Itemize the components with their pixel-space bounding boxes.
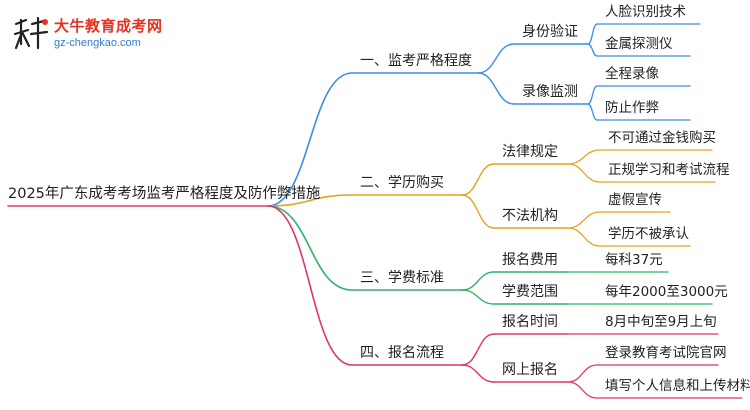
sub-connector [461, 194, 495, 229]
sub-topic: 学费范围 [502, 284, 558, 300]
leaf-connector [567, 227, 601, 247]
leaf-topic: 全程录像 [605, 66, 659, 82]
leaf-connector [567, 149, 601, 165]
leaf-connector [587, 23, 598, 45]
branch-connector [267, 205, 353, 291]
sub-topic: 法律规定 [502, 144, 558, 160]
leaf-connector [587, 103, 598, 121]
sub-connector [461, 163, 495, 196]
sub-connector [461, 271, 495, 291]
branch-connector [267, 205, 353, 366]
logo-title: 大牛教育成考网 [54, 17, 163, 35]
leaf-topic: 防止作弊 [605, 100, 659, 116]
sub-topic: 报名费用 [502, 252, 558, 268]
leaf-connector [567, 364, 598, 383]
sub-topic: 网上报名 [502, 362, 558, 378]
leaf-topic: 学历不被承认 [608, 226, 689, 242]
branch-topic: 二、学历购买 [360, 175, 444, 191]
leaf-topic: 人脸识别技术 [605, 4, 686, 20]
leaf-topic: 8月中旬至9月上旬 [605, 314, 717, 330]
branch-topic: 三、学费标准 [360, 270, 444, 286]
sub-topic: 不法机构 [502, 208, 558, 224]
leaf-topic: 登录教育考试院官网 [605, 345, 727, 361]
sub-connector [461, 333, 495, 366]
branch-topic: 一、监考严格程度 [360, 53, 472, 69]
branch-connector [267, 72, 353, 207]
branch-connector [267, 194, 353, 207]
leaf-topic: 不可通过金钱购买 [608, 130, 716, 146]
sub-connector [461, 364, 495, 383]
leaf-topic: 每科37元 [605, 252, 663, 268]
sub-topic: 身份验证 [522, 24, 578, 40]
root-topic: 2025年广东成考考场监考严格程度及防作弊措施 [8, 186, 321, 202]
leaf-topic: 虚假宣传 [608, 192, 662, 208]
sub-connector [477, 43, 515, 74]
leaf-topic: 每年2000至3000元 [605, 284, 728, 300]
sub-topic: 录像监测 [522, 84, 578, 100]
leaf-topic: 金属探测仪 [605, 36, 673, 52]
leaf-connector [587, 43, 598, 57]
branch-topic: 四、报名流程 [360, 345, 444, 361]
site-logo: 大牛教育成考网 gz-chengkao.com [12, 14, 182, 54]
leaf-topic: 填写个人信息和上传材料 [605, 378, 750, 394]
logo-url: gz-chengkao.com [54, 37, 141, 49]
leaf-topic: 正规学习和考试流程 [608, 162, 730, 178]
leaf-connector [567, 381, 598, 399]
sub-connector [461, 289, 495, 305]
logo-mark-icon [12, 14, 50, 54]
leaf-connector [587, 85, 598, 105]
sub-topic: 报名时间 [502, 314, 558, 330]
leaf-connector [567, 211, 601, 229]
leaf-connector [567, 163, 601, 183]
sub-connector [477, 72, 515, 105]
